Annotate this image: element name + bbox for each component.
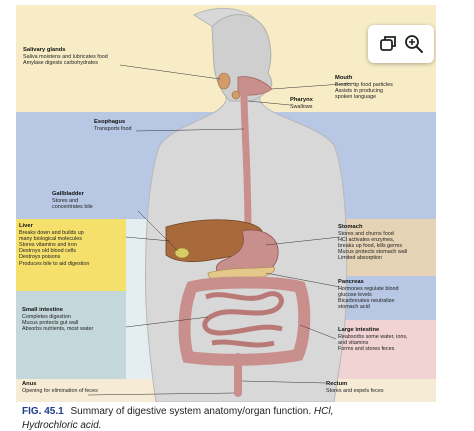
band-liver xyxy=(16,219,126,291)
caption-italic: HCl, xyxy=(313,406,334,417)
zoom-in-button[interactable] xyxy=(402,31,426,57)
leader-lines xyxy=(87,64,357,396)
caption-text: Summary of digestive system anatomy/orga… xyxy=(70,406,312,417)
band-pancreas xyxy=(336,276,436,320)
image-toolbar xyxy=(368,25,434,63)
band-large-intestine xyxy=(336,320,436,379)
band-stomach xyxy=(336,219,436,276)
figure-caption: FIG. 45.1 Summary of digestive system an… xyxy=(22,406,333,417)
copy-icon xyxy=(380,36,396,51)
zoom-in-icon xyxy=(405,35,423,53)
caption-second-line: Hydrochloric acid. xyxy=(22,420,102,431)
gallbladder-organ xyxy=(174,247,190,259)
small-intestine-organ xyxy=(202,291,284,348)
salivary-gland-organ-2 xyxy=(231,90,241,100)
figure-number: FIG. 45.1 xyxy=(22,406,64,417)
copy-button[interactable] xyxy=(376,31,400,57)
body-diagram xyxy=(87,7,357,402)
band-small-intestine xyxy=(16,291,126,379)
salivary-gland-organ xyxy=(217,72,231,90)
large-intestine-organ xyxy=(178,276,311,366)
esophagus-organ xyxy=(240,87,252,239)
